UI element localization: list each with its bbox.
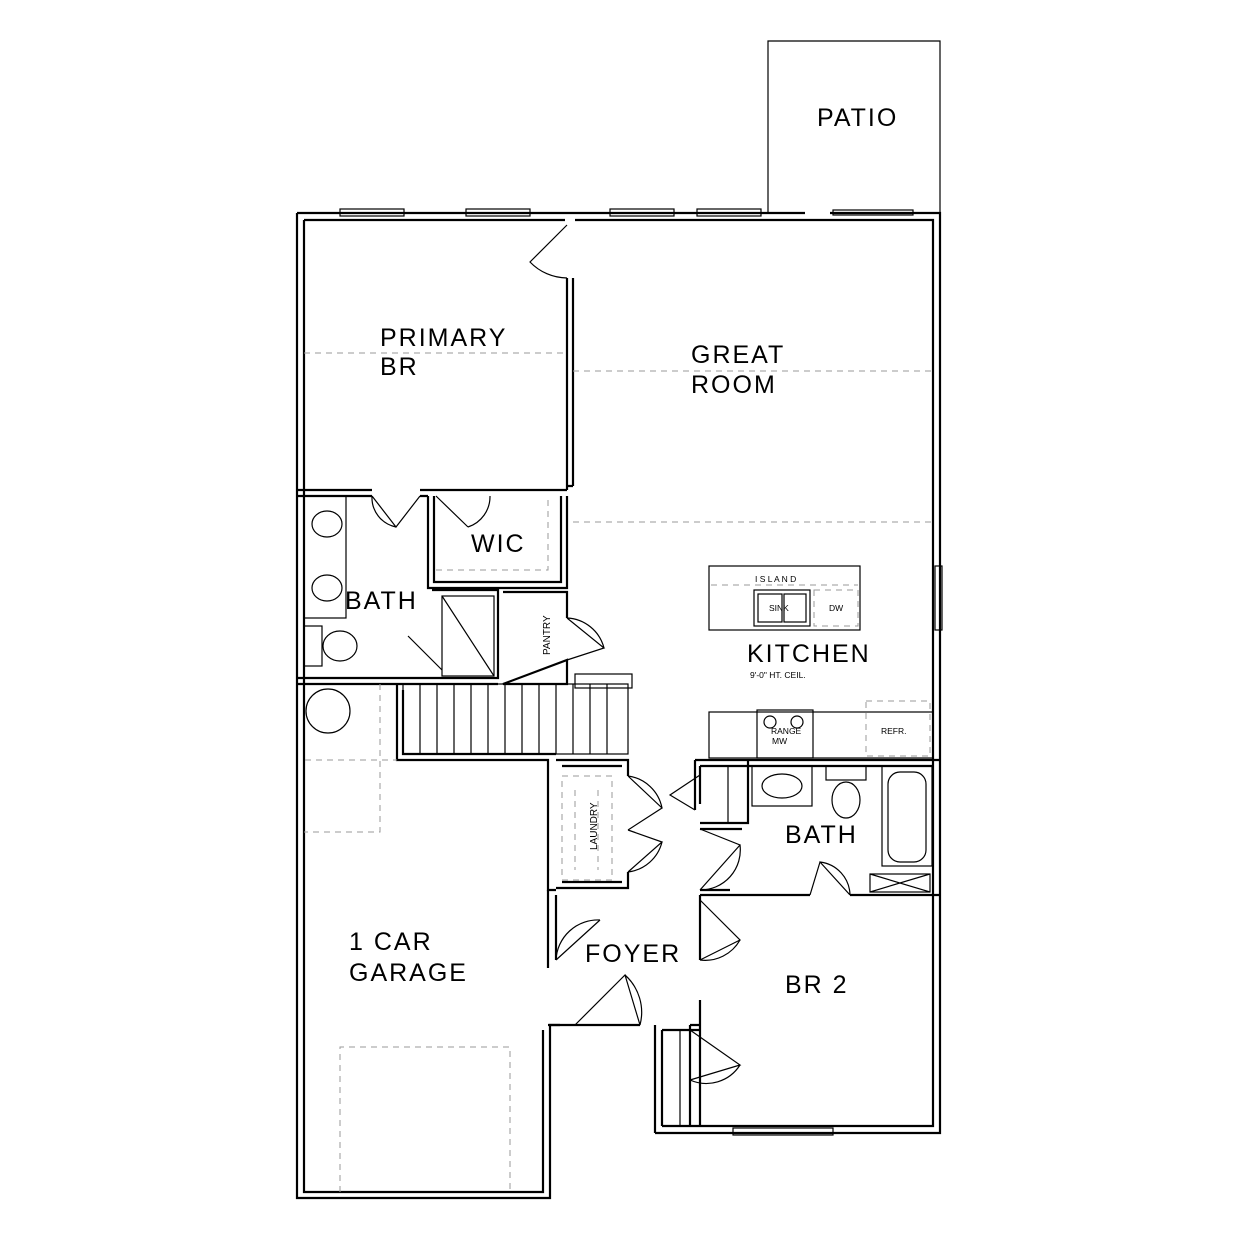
kitchen-fixtures [708,565,934,759]
hall-bath-fixtures [751,765,933,893]
windows [339,208,943,1136]
label-foyer: FOYER [585,940,681,968]
label-wic: WIC [471,530,526,558]
label-mw: MW [772,736,787,746]
label-great-room-line1: GREAT [691,341,785,369]
label-great-room-line2: ROOM [691,371,777,399]
label-pantry: PANTRY [542,615,553,655]
label-br2: BR 2 [785,971,849,999]
label-dw: DW [829,603,843,613]
label-patio: PATIO [817,104,898,132]
label-island: I S L A N D [755,574,796,584]
doors [371,224,851,1085]
label-primary-br-line1: PRIMARY [380,324,507,352]
label-primary-bath: BATH [345,587,418,615]
label-range: RANGE [771,726,802,736]
label-sink: SINK [769,603,789,613]
label-refr: REFR. [881,726,907,736]
label-primary-br-line2: BR [380,353,419,381]
staircase [402,673,633,755]
exterior-walls [295,211,942,1200]
label-laundry: LAUNDRY [589,802,600,850]
label-garage-line2: GARAGE [349,959,468,987]
patio-outline [767,40,941,212]
label-kitchen-ceiling: 9'-0" HT. CEIL. [750,670,806,680]
laundry-fixtures [561,766,729,1125]
label-hall-bath: BATH [785,821,858,849]
water-heater [305,688,351,734]
label-garage-line1: 1 CAR [349,928,433,956]
interior-walls [297,278,940,1133]
dashed-lines [304,352,933,1192]
primary-bath-fixtures [303,495,495,677]
label-kitchen: KITCHEN [747,640,871,668]
